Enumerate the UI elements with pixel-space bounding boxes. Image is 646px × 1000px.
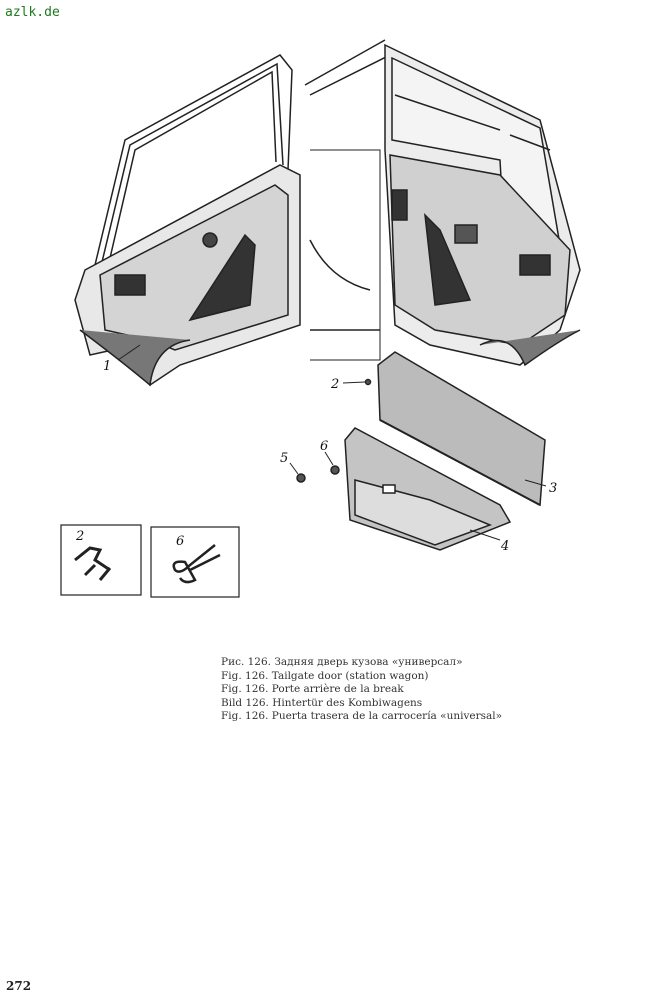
callout-5: 5 — [280, 451, 288, 466]
caption-spanish: Fig. 126. Puerta trasera de la carrocerí… — [221, 710, 503, 722]
inset-label-2: 2 — [75, 529, 84, 544]
page-number: 272 — [6, 979, 32, 993]
callout-2: 2 — [330, 377, 339, 392]
technical-illustration: 1 2 3 4 5 6 2 6 — [60, 39, 581, 598]
caption-german: Bild 126. Hintertür des Kombiwagens — [221, 696, 423, 709]
upper-trim-panel-3 — [377, 351, 546, 507]
figure-caption: Рис. 126. Задняя дверь кузова «универсал… — [221, 656, 502, 724]
callout-6: 6 — [320, 439, 328, 454]
inset-clip-2 — [60, 524, 142, 596]
watermark: azlk.de — [5, 5, 60, 20]
clip-6 — [330, 465, 340, 475]
clip-2 — [364, 378, 372, 386]
left-door-drawing — [74, 54, 301, 387]
callout-4: 4 — [500, 539, 509, 554]
caption-russian: Рис. 126. Задняя дверь кузова «универсал… — [221, 656, 463, 668]
right-door-drawing — [304, 39, 581, 367]
caption-english: Fig. 126. Tailgate door (station wagon) — [221, 669, 429, 682]
inset-label-6: 6 — [176, 534, 184, 549]
callout-3: 3 — [549, 481, 557, 496]
lower-trim-panel-4 — [344, 427, 512, 551]
screw-5 — [296, 473, 306, 483]
inset-clip-6 — [150, 526, 240, 598]
callout-1: 1 — [103, 359, 111, 374]
caption-french: Fig. 126. Porte arrière de la break — [221, 683, 404, 695]
